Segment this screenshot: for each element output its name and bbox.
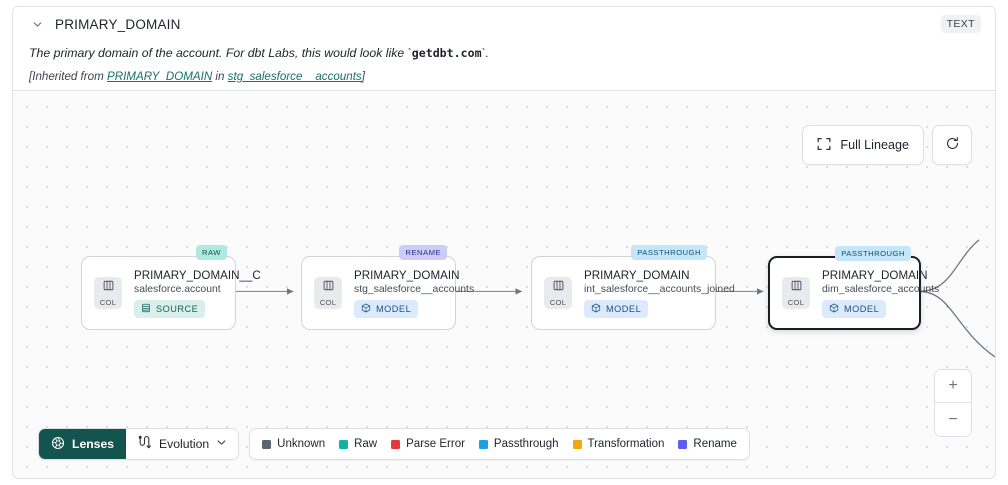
inherited-middle: in xyxy=(212,69,228,83)
legend-swatch xyxy=(391,439,401,449)
column-chip-label: COL xyxy=(549,298,567,307)
lineage-node-subtitle: dim_salesforce_accounts xyxy=(822,283,940,295)
lineage-node-tag: PASSTHROUGH xyxy=(835,246,911,261)
lineage-node-tag: RAW xyxy=(196,245,227,260)
lineage-node-type-label: SOURCE xyxy=(156,303,199,314)
evolution-label: Evolution xyxy=(159,437,210,451)
inherited-from-note: [Inherited from PRIMARY_DOMAIN in stg_sa… xyxy=(13,63,995,83)
lineage-node-tag: PASSTHROUGH xyxy=(631,245,707,260)
legend-label: Unknown xyxy=(277,438,326,450)
legend-item: Passthrough xyxy=(478,438,559,450)
lineage-node-subtitle: int_salesforce__accounts_joined xyxy=(584,283,735,295)
lineage-node-type-pill: MODEL xyxy=(822,299,887,318)
canvas-toolbar: Full Lineage xyxy=(802,125,972,165)
full-lineage-label: Full Lineage xyxy=(840,138,909,152)
legend-swatch xyxy=(572,439,582,449)
column-icon xyxy=(790,279,803,297)
lineage-node-title: PRIMARY_DOMAIN xyxy=(354,268,460,282)
legend-swatch xyxy=(262,439,272,449)
legend-item: Parse Error xyxy=(391,438,465,450)
legend-item: Rename xyxy=(678,438,737,450)
legend-item: Raw xyxy=(339,438,377,450)
edge-out-bottom xyxy=(919,290,995,358)
lineage-node-title: PRIMARY_DOMAIN xyxy=(822,268,928,282)
description-text-prefix: The primary domain of the account. For d… xyxy=(29,46,412,60)
full-lineage-button[interactable]: Full Lineage xyxy=(802,125,924,165)
legend-label: Transformation xyxy=(587,438,665,450)
zoom-controls: + − xyxy=(934,369,972,437)
zoom-out-button[interactable]: − xyxy=(935,403,971,436)
lineage-node-type-pill: SOURCE xyxy=(134,299,206,318)
lineage-node-subtitle: salesforce.account xyxy=(134,283,221,295)
canvas-bottom-bar: Lenses Evolution xyxy=(38,428,750,460)
page-title: PRIMARY_DOMAIN xyxy=(55,16,181,32)
refresh-icon xyxy=(945,136,960,154)
column-chip: COL xyxy=(94,277,122,309)
column-icon xyxy=(102,279,115,297)
column-chip-label: COL xyxy=(787,298,805,307)
column-chip: COL xyxy=(782,277,810,309)
lenses-label: Lenses xyxy=(72,437,115,451)
legend-label: Rename xyxy=(693,438,737,450)
zoom-in-button[interactable]: + xyxy=(935,370,971,403)
chevron-down-icon xyxy=(216,437,227,451)
lineage-node-type-label: MODEL xyxy=(606,303,642,314)
lineage-node-type-label: MODEL xyxy=(844,303,880,314)
lineage-node-type-pill: MODEL xyxy=(354,299,419,318)
lineage-node-title: PRIMARY_DOMAIN__C xyxy=(134,268,261,282)
lineage-node-type-pill: MODEL xyxy=(584,299,649,318)
legend-item: Unknown xyxy=(262,438,325,450)
lineage-node-subtitle: stg_salesforce__accounts xyxy=(354,283,475,295)
cube-icon xyxy=(591,303,601,315)
column-chip-label: COL xyxy=(99,298,117,307)
cube-icon xyxy=(829,303,839,315)
column-icon xyxy=(322,279,335,297)
column-icon xyxy=(552,279,565,297)
database-icon xyxy=(141,303,151,315)
evolution-flow-icon xyxy=(137,435,152,453)
legend-swatch xyxy=(678,439,688,449)
evolution-dropdown[interactable]: Evolution xyxy=(126,429,239,459)
lens-aperture-icon xyxy=(51,436,65,453)
column-header-row: PRIMARY_DOMAIN TEXT xyxy=(13,7,995,41)
column-chip: COL xyxy=(314,277,342,309)
inherited-model-link[interactable]: stg_salesforce__accounts xyxy=(227,69,362,83)
legend-item: Transformation xyxy=(572,438,665,450)
column-chip: COL xyxy=(544,277,572,309)
lineage-node-title: PRIMARY_DOMAIN xyxy=(584,268,690,282)
lineage-node-tag: RENAME xyxy=(399,245,447,260)
chevron-down-icon[interactable] xyxy=(29,16,45,32)
legend-label: Raw xyxy=(354,438,378,450)
legend-label: Passthrough xyxy=(493,438,559,450)
panel-frame: PRIMARY_DOMAIN TEXT The primary domain o… xyxy=(12,6,996,479)
description-code-sample: getdbt.com xyxy=(411,46,482,60)
description-text-suffix: `. xyxy=(481,46,490,60)
inherited-column-link[interactable]: PRIMARY_DOMAIN xyxy=(106,69,213,83)
inherited-prefix: [Inherited from xyxy=(29,69,107,83)
legend-label: Parse Error xyxy=(406,438,465,450)
lenses-button[interactable]: Lenses xyxy=(39,429,127,459)
column-header: PRIMARY_DOMAIN TEXT The primary domain o… xyxy=(13,7,995,89)
column-description: The primary domain of the account. For d… xyxy=(13,41,995,63)
lineage-node-type-label: MODEL xyxy=(376,303,412,314)
lineage-legend: Unknown Raw Parse Error Passthrough Transfor… xyxy=(249,428,750,460)
cube-icon xyxy=(361,303,371,315)
column-chip-label: COL xyxy=(319,298,337,307)
refresh-button[interactable] xyxy=(932,125,972,165)
lineage-canvas[interactable]: Full Lineage xyxy=(13,90,995,478)
legend-swatch xyxy=(339,439,349,449)
column-type-badge: TEXT xyxy=(940,15,981,33)
expand-corners-icon xyxy=(817,137,831,154)
lenses-evolution-group: Lenses Evolution xyxy=(38,428,240,460)
inherited-suffix: ] xyxy=(361,69,365,83)
legend-swatch xyxy=(478,439,488,449)
